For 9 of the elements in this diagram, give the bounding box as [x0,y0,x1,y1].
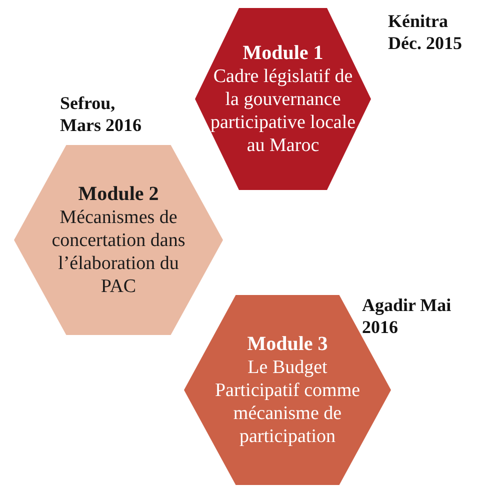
module-title: Module 1 [242,41,324,65]
module-description: Cadre législatif de la gouvernance participative locale au Maroc [209,65,357,157]
location-date: Sefrou, Mars 2016 [60,92,142,136]
location-date: Kénitra Déc. 2015 [388,10,463,54]
module-title: Module 2 [78,182,159,206]
module-description: Le Budget Participatif comme mécanisme de participation [214,356,362,448]
module-description: Mécanismes de concertation dans l’élaboration du PAC [50,206,186,298]
location-date: Agadir Mai 2016 [362,294,452,338]
module-title: Module 3 [247,332,328,356]
